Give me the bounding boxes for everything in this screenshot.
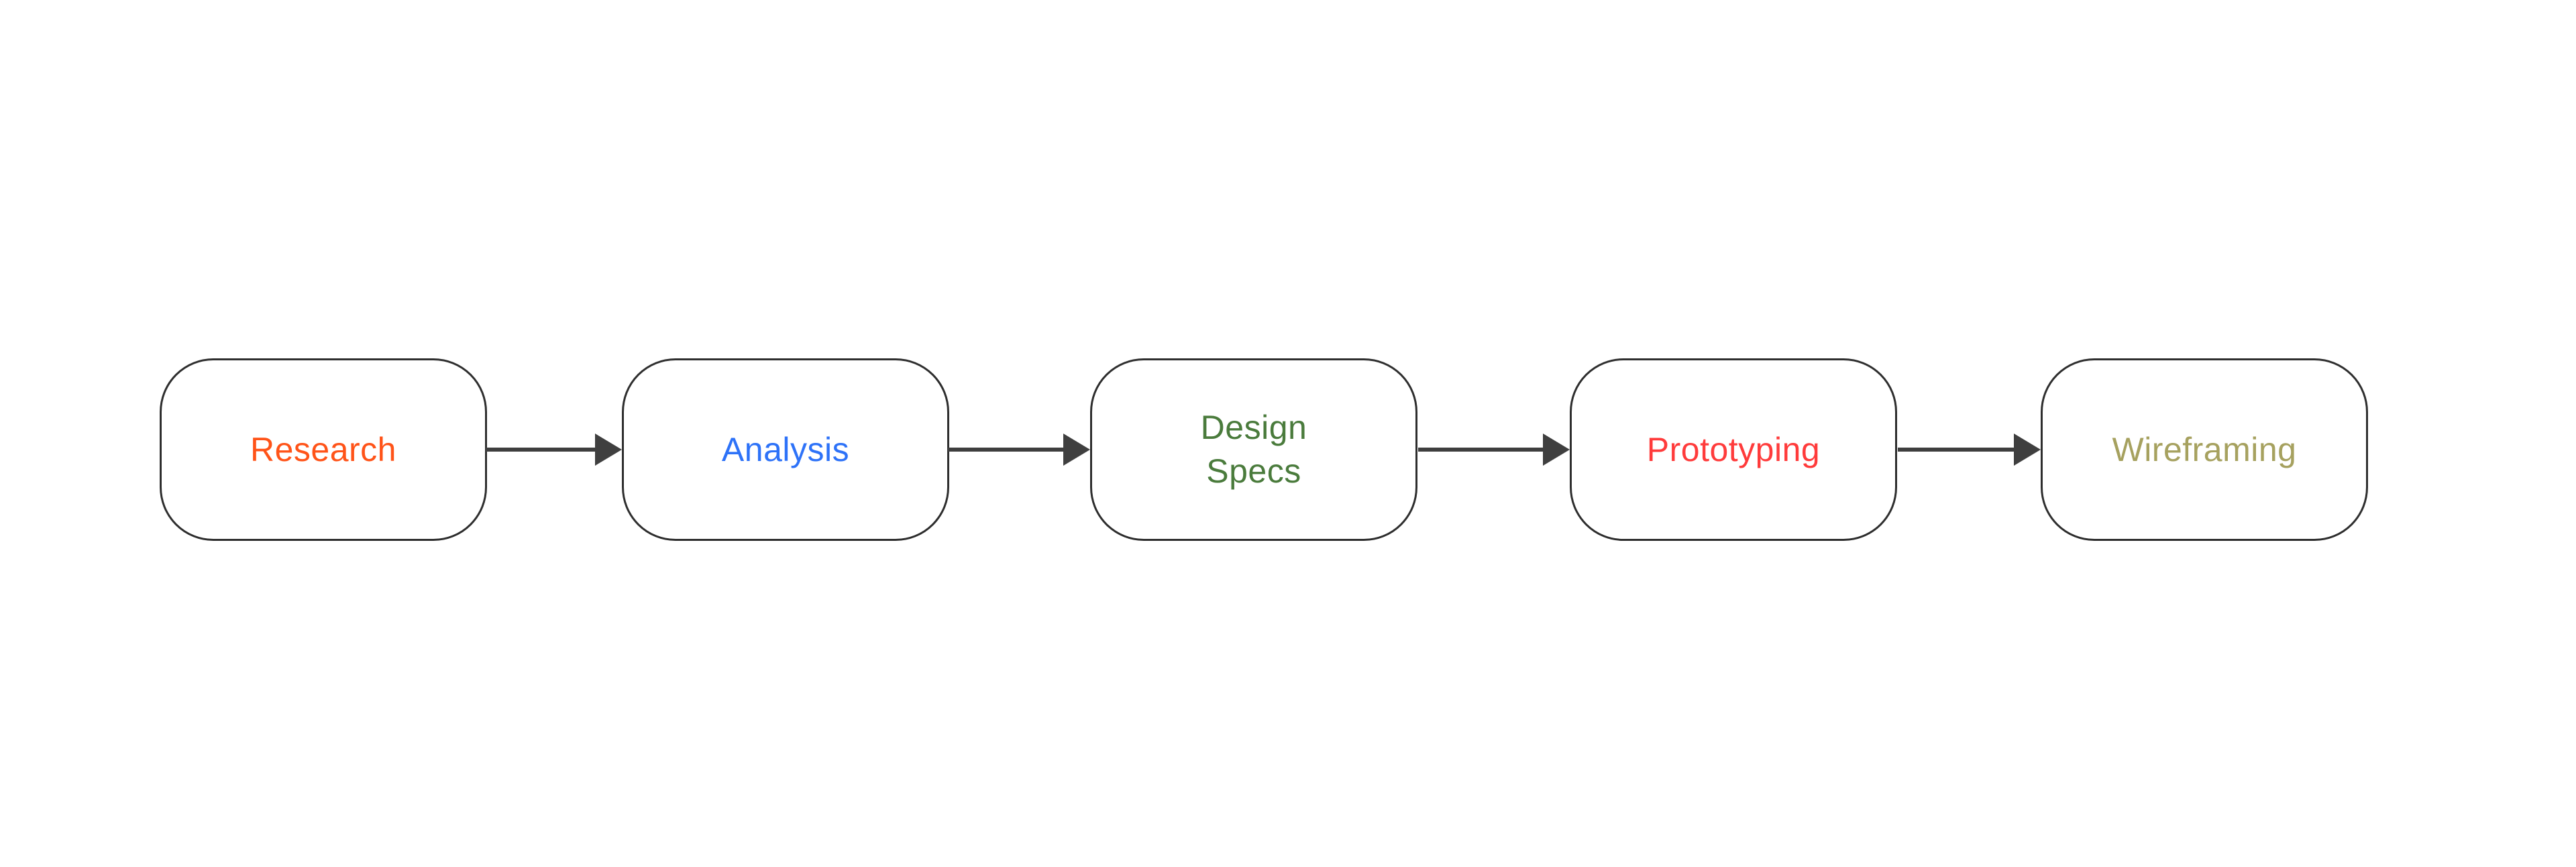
arrow-analysis-to-design-specs-icon xyxy=(948,448,1064,452)
node-analysis-label: Analysis xyxy=(721,430,850,468)
node-research: Research xyxy=(160,358,487,541)
arrow-design-specs-to-prototyping-icon xyxy=(1418,448,1544,452)
arrow-prototyping-to-wireframing-icon xyxy=(1898,448,2015,452)
node-research-label: Research xyxy=(250,430,396,468)
node-prototyping-label: Prototyping xyxy=(1646,430,1821,468)
arrow-research-to-analysis-icon xyxy=(486,448,596,452)
node-prototyping: Prototyping xyxy=(1570,358,1897,541)
node-design-specs-label: Design Specs xyxy=(1200,409,1307,490)
node-design-specs: Design Specs xyxy=(1090,358,1417,541)
node-analysis: Analysis xyxy=(622,358,949,541)
node-wireframing-label: Wireframing xyxy=(2112,430,2297,468)
node-wireframing: Wireframing xyxy=(2041,358,2368,541)
